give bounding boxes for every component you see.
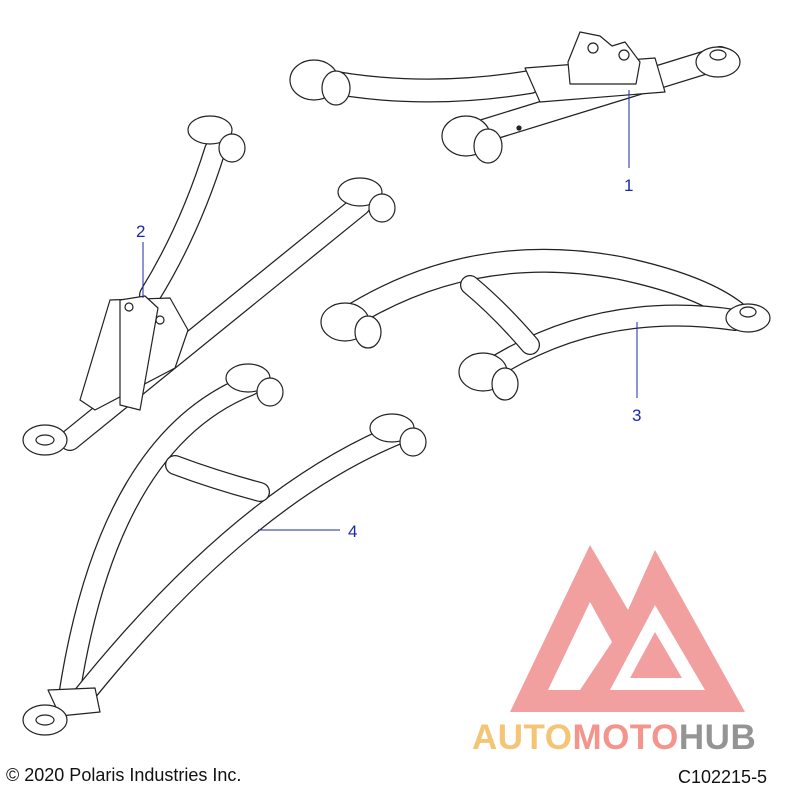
callout-4: 4 [348,522,358,541]
watermark-text: AUTOMOTOHUB [472,718,756,758]
control-arm-part-3 [320,248,771,401]
callout-2: 2 [136,222,146,241]
control-arm-part-4 [22,363,427,736]
watermark-logo [510,545,745,712]
watermark-auto: AUTO [472,718,573,757]
diagram-code: C102215-5 [678,767,768,787]
watermark-moto: MOTO [572,718,679,757]
callout-1: 1 [624,176,634,195]
watermark-hub: HUB [678,718,757,757]
callout-3: 3 [632,406,642,425]
control-arm-part-2 [22,115,396,456]
control-arm-part-1 [289,31,741,164]
copyright-text: © 2020 Polaris Industries Inc. [6,765,242,785]
